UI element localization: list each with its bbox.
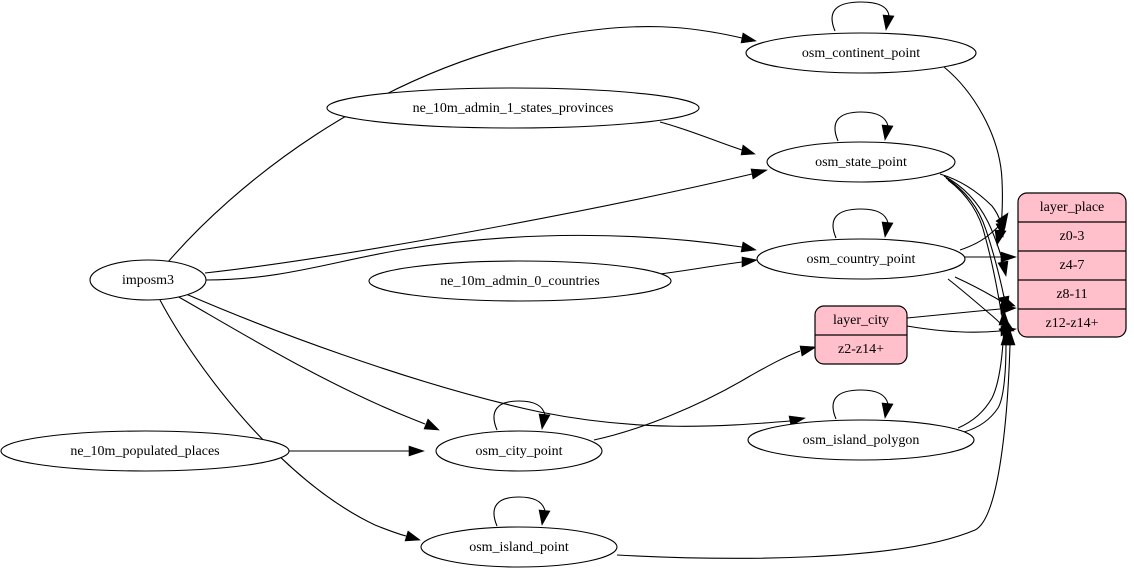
- node-layer_place[interactable]: layer_place z0-3 z4-7 z8-11 z12-z14+: [1017, 192, 1127, 338]
- edge-ne_10m_admin_1_states_provinces-to-osm_state_point[interactable]: [659, 121, 756, 156]
- record-row-layer_city-z2-z14plus[interactable]: z2-z14+: [838, 342, 884, 357]
- node-label-osm_city_point: osm_city_point: [475, 444, 562, 459]
- node-label-osm_state_point: osm_state_point: [815, 155, 907, 170]
- record-row-layer_place-z8-11[interactable]: z8-11: [1056, 287, 1087, 302]
- edge-layer_city-to-layer_place-z12-z14[interactable]: [906, 325, 1017, 337]
- edge-osm_country_point-to-layer_place-z0-3[interactable]: [959, 212, 1009, 251]
- node-osm_state_point[interactable]: osm_state_point: [766, 141, 956, 183]
- edge-selfloop-osm_city_point[interactable]: [493, 400, 551, 431]
- node-label-imposm3: imposm3: [122, 273, 174, 288]
- node-osm_country_point[interactable]: osm_country_point: [756, 238, 966, 280]
- edge-layer: [159, 1, 1017, 559]
- node-ne_10m_admin_0_countries[interactable]: ne_10m_admin_0_countries: [368, 260, 672, 302]
- record-header-layer_place: layer_place: [1040, 200, 1105, 215]
- edge-selfloop-osm_island_polygon[interactable]: [832, 389, 894, 420]
- record-row-layer_place-z12-z14plus[interactable]: z12-z14+: [1046, 316, 1099, 331]
- node-label-osm_island_point: osm_island_point: [469, 540, 569, 555]
- edge-osm_continent_point-to-layer_place-z0-3[interactable]: [943, 66, 1007, 246]
- edge-osm_state_point-to-layer_place-z4-7[interactable]: [943, 175, 1009, 277]
- node-osm_island_point[interactable]: osm_island_point: [420, 526, 618, 568]
- edge-osm_island_polygon-to-layer_place-z8-11[interactable]: [957, 309, 1010, 429]
- node-label-ne_10m_admin_1_states_provinces: ne_10m_admin_1_states_provinces: [413, 101, 614, 116]
- node-layer: imposm3 ne_10m_admin_1_states_provinces …: [0, 32, 977, 568]
- edge-osm_state_point-to-layer_place-z0-3[interactable]: [939, 173, 1007, 238]
- node-osm_island_polygon[interactable]: osm_island_polygon: [747, 419, 975, 461]
- node-osm_city_point[interactable]: osm_city_point: [435, 430, 603, 472]
- node-osm_continent_point[interactable]: osm_continent_point: [745, 32, 977, 74]
- node-ne_10m_admin_1_states_provinces[interactable]: ne_10m_admin_1_states_provinces: [326, 87, 700, 129]
- edge-osm_island_polygon-to-layer_place-z12-z14[interactable]: [963, 329, 1012, 433]
- record-layer: layer_place z0-3 z4-7 z8-11 z12-z14+ lay…: [814, 192, 1127, 365]
- edge-ne_10m_admin_0_countries-to-osm_country_point[interactable]: [659, 256, 758, 275]
- edge-imposm3-to-osm_island_polygon[interactable]: [185, 293, 806, 427]
- record-header-layer_city: layer_city: [833, 313, 889, 328]
- edge-ne_10m_populated_places-to-osm_city_point[interactable]: [289, 445, 425, 457]
- edge-layer_city-to-layer_place-z8-11[interactable]: [906, 303, 1017, 319]
- edge-imposm3-to-osm_country_point[interactable]: [205, 234, 757, 281]
- record-row-layer_place-z0-3[interactable]: z0-3: [1060, 229, 1085, 244]
- edge-osm_state_point-to-layer_place-z8-11[interactable]: [945, 177, 1010, 312]
- node-label-ne_10m_populated_places: ne_10m_populated_places: [70, 444, 219, 459]
- node-label-osm_continent_point: osm_continent_point: [802, 46, 920, 61]
- node-label-osm_island_polygon: osm_island_polygon: [803, 433, 920, 448]
- node-label-osm_country_point: osm_country_point: [807, 252, 916, 267]
- node-layer_city[interactable]: layer_city z2-z14+: [814, 305, 908, 365]
- edge-imposm3-to-osm_state_point[interactable]: [204, 168, 768, 274]
- edge-selfloop-osm_island_point[interactable]: [493, 496, 551, 527]
- node-ne_10m_populated_places[interactable]: ne_10m_populated_places: [0, 430, 290, 472]
- edge-imposm3-to-osm_island_point[interactable]: [159, 299, 421, 542]
- edge-osm_city_point-to-layer_city-z2-z14[interactable]: [593, 345, 817, 441]
- edge-selfloop-osm_state_point[interactable]: [834, 111, 894, 142]
- edge-selfloop-osm_continent_point[interactable]: [831, 1, 895, 32]
- node-label-ne_10m_admin_0_countries: ne_10m_admin_0_countries: [440, 274, 599, 289]
- node-imposm3[interactable]: imposm3: [89, 259, 207, 301]
- record-row-layer_place-z4-7[interactable]: z4-7: [1060, 258, 1085, 273]
- edge-selfloop-osm_country_point[interactable]: [832, 208, 894, 239]
- edge-osm_country_point-to-layer_place-z4-7[interactable]: [964, 251, 1017, 263]
- edge-imposm3-to-osm_continent_point[interactable]: [167, 25, 757, 263]
- edge-imposm3-to-osm_city_point[interactable]: [176, 295, 440, 431]
- edge-osm_island_point-to-layer_place-z12-z14[interactable]: [616, 329, 1016, 559]
